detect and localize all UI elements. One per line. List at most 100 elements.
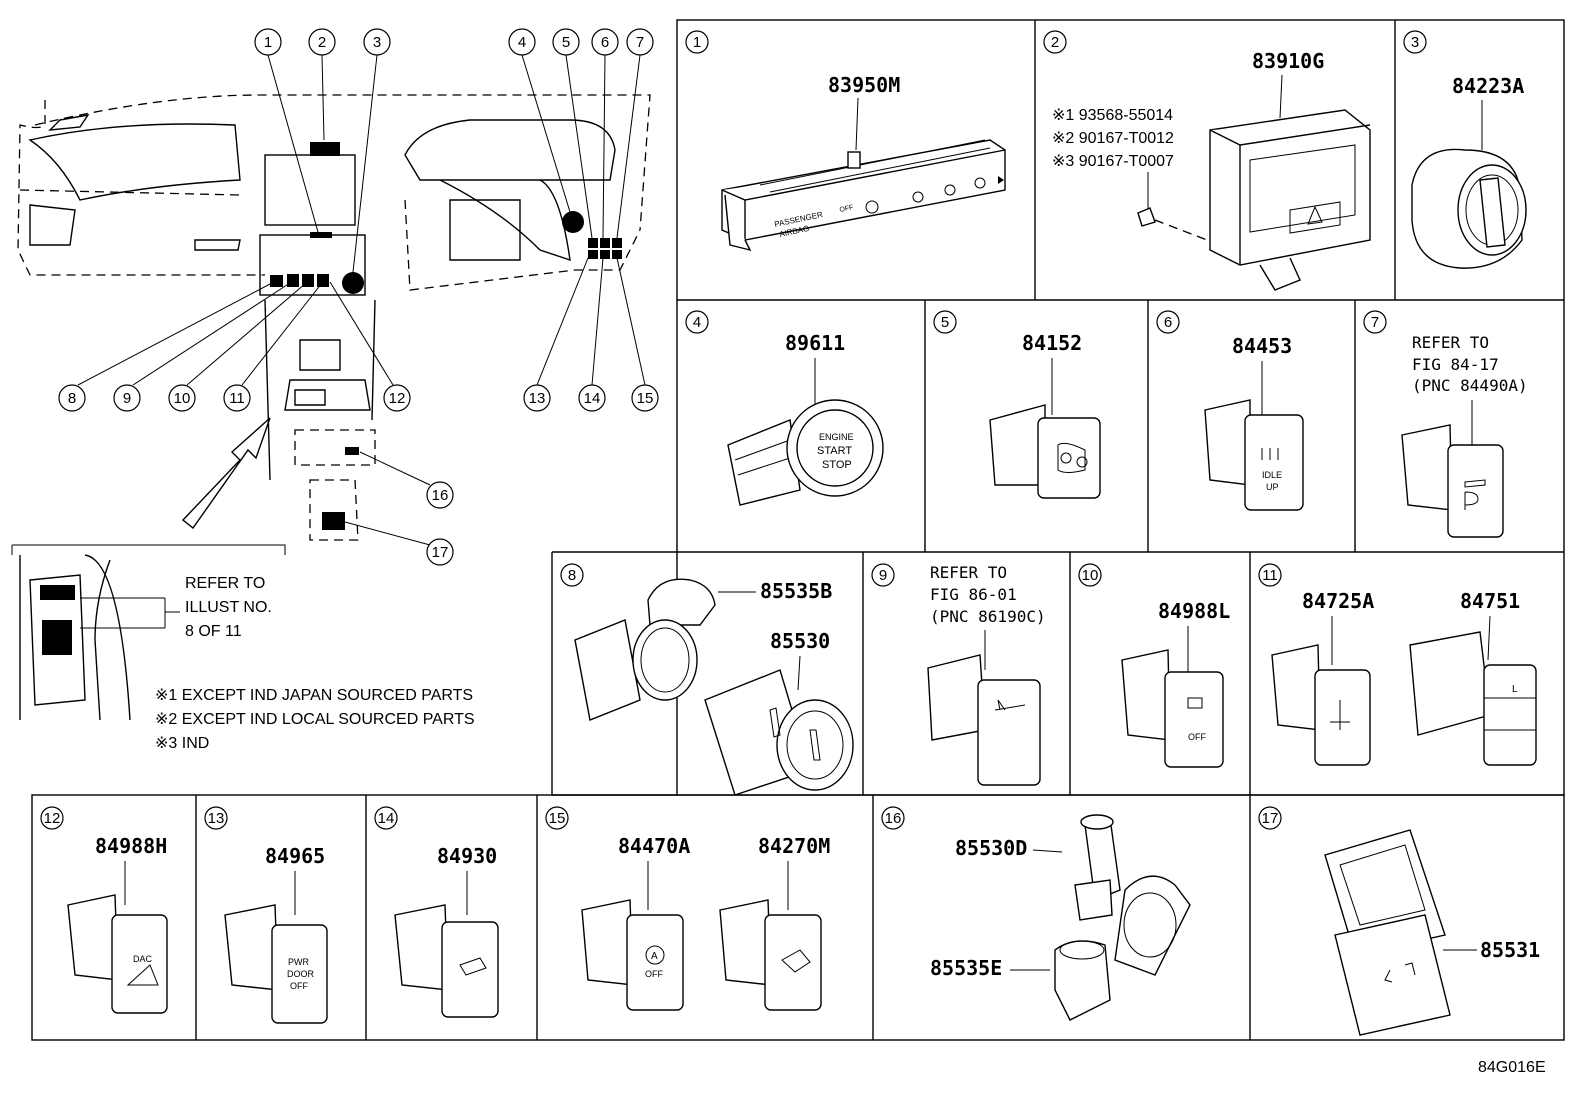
part-84223A: 84223A bbox=[1452, 74, 1524, 98]
cell-3-number: 3 bbox=[1403, 30, 1427, 54]
part-84930: 84930 bbox=[437, 844, 497, 868]
cell-8-illustration: 85535B 85530 bbox=[574, 578, 854, 796]
cell-3-illustration: 84223A bbox=[1411, 74, 1527, 269]
cell-7-refer-1: REFER TO bbox=[1412, 333, 1489, 352]
cell-2-note-3: ※3 90167-T0007 bbox=[1052, 153, 1174, 170]
cell-15-number: 15 bbox=[545, 806, 569, 830]
cell-16-number: 16 bbox=[881, 806, 905, 830]
callout-16-label: 16 bbox=[432, 487, 449, 504]
callout-10: 10 bbox=[168, 384, 196, 412]
part-84725A: 84725A bbox=[1302, 589, 1374, 613]
callout-9-label: 9 bbox=[123, 390, 131, 407]
callout-1: 1 bbox=[254, 28, 282, 56]
callout-12-label: 12 bbox=[389, 390, 406, 407]
cell-6-number: 6 bbox=[1156, 310, 1180, 334]
cell-13-illustration: 84965 PWR DOOR OFF bbox=[224, 844, 328, 1024]
inset-refer-line-3: 8 OF 11 bbox=[185, 623, 242, 640]
callout-1-label: 1 bbox=[264, 34, 272, 51]
cell-2-number-label: 2 bbox=[1051, 34, 1059, 51]
cell-7-refer-2: FIG 84-17 bbox=[1412, 355, 1499, 374]
callout-9: 9 bbox=[113, 384, 141, 412]
cell-10-number: 10 bbox=[1078, 563, 1102, 587]
cell-10-number-label: 10 bbox=[1082, 567, 1099, 584]
callout-6-label: 6 bbox=[601, 34, 609, 51]
part-84965: 84965 bbox=[265, 844, 325, 868]
part-84988L: 84988L bbox=[1158, 599, 1230, 623]
part-84988H: 84988H bbox=[95, 834, 167, 858]
cell-11-number-label: 11 bbox=[1262, 567, 1278, 584]
callout-3: 3 bbox=[363, 28, 391, 56]
part-85535E: 85535E bbox=[930, 956, 1002, 980]
callout-10-label: 10 bbox=[174, 390, 191, 407]
cell-13-label-3: OFF bbox=[290, 981, 308, 991]
cell-9-refer-2: FIG 86-01 bbox=[930, 585, 1017, 604]
inset-refer-line-2: ILLUST NO. bbox=[185, 599, 272, 616]
part-85535B: 85535B bbox=[760, 579, 832, 603]
cell-12-illustration: 84988H DAC bbox=[67, 834, 168, 1014]
cell-2-note-1: ※1 93568-55014 bbox=[1052, 107, 1173, 124]
cell-7-number-label: 7 bbox=[1371, 314, 1379, 331]
callout-5: 5 bbox=[552, 28, 580, 56]
cell-7-illustration: REFER TO FIG 84-17 (PNC 84490A) bbox=[1401, 333, 1528, 538]
callout-13-label: 13 bbox=[529, 390, 546, 407]
callout-13: 13 bbox=[523, 384, 551, 412]
cell-12-number-label: 12 bbox=[44, 810, 61, 827]
callout-8-label: 8 bbox=[68, 390, 76, 407]
cell-6-number-label: 6 bbox=[1164, 314, 1172, 331]
part-83950M: 83950M bbox=[828, 73, 900, 97]
part-84751: 84751 bbox=[1460, 589, 1520, 613]
callout-14: 14 bbox=[578, 384, 606, 412]
cell-15-label-1: A bbox=[651, 951, 658, 962]
cell-4-label-3: STOP bbox=[822, 459, 852, 471]
cell-10-label: OFF bbox=[1188, 732, 1206, 742]
callout-12: 12 bbox=[383, 384, 411, 412]
callout-7: 7 bbox=[626, 28, 654, 56]
callout-17: 17 bbox=[426, 538, 454, 566]
cell-3-number-label: 3 bbox=[1411, 34, 1419, 51]
cell-14-number: 14 bbox=[374, 806, 398, 830]
cell-15-number-label: 15 bbox=[549, 810, 566, 827]
cell-12-number: 12 bbox=[40, 806, 64, 830]
cell-16-illustration: 85530D 85535E bbox=[930, 814, 1191, 1021]
callout-4-label: 4 bbox=[518, 34, 526, 51]
figure-code: 84G016E bbox=[1478, 1059, 1546, 1076]
inset-refer-line-1: REFER TO bbox=[185, 575, 265, 592]
cell-2-note-2: ※2 90167-T0012 bbox=[1052, 130, 1174, 147]
callout-2: 2 bbox=[308, 28, 336, 56]
cell-9-number: 9 bbox=[871, 563, 895, 587]
cell-16-number-label: 16 bbox=[885, 810, 902, 827]
cell-9-illustration: REFER TO FIG 86-01 (PNC 86190C) bbox=[927, 563, 1046, 786]
cell-4-number-label: 4 bbox=[693, 314, 701, 331]
cell-1-label-3: OFF bbox=[839, 204, 854, 214]
cell-6-illustration: 84453 IDLE UP bbox=[1204, 334, 1304, 511]
cell-2-illustration: 83910G ※1 93568-55014 ※2 90167-T0012 ※3 … bbox=[1052, 49, 1371, 291]
part-85530D: 85530D bbox=[955, 836, 1027, 860]
callout-11: 11 bbox=[223, 384, 251, 412]
callout-15-label: 15 bbox=[637, 390, 654, 407]
console-inset: REFER TO ILLUST NO. 8 OF 11 bbox=[11, 544, 286, 721]
cell-9-refer-1: REFER TO bbox=[930, 563, 1007, 582]
cell-4-number: 4 bbox=[685, 310, 709, 334]
part-84453: 84453 bbox=[1232, 334, 1292, 358]
callout-6: 6 bbox=[591, 28, 619, 56]
callout-8: 8 bbox=[58, 384, 86, 412]
callout-14-label: 14 bbox=[584, 390, 601, 407]
callout-3-label: 3 bbox=[373, 34, 381, 51]
cell-1-number-label: 1 bbox=[693, 34, 701, 51]
cell-13-number-label: 13 bbox=[208, 810, 225, 827]
cell-4-label-1: ENGINE bbox=[819, 432, 854, 442]
part-84270M: 84270M bbox=[758, 834, 830, 858]
cell-7-refer-3: (PNC 84490A) bbox=[1412, 376, 1528, 395]
callout-7-label: 7 bbox=[636, 34, 644, 51]
callout-17-label: 17 bbox=[432, 544, 449, 561]
note-1: ※1 EXCEPT IND JAPAN SOURCED PARTS bbox=[155, 687, 473, 704]
cell-6-label-1: IDLE bbox=[1262, 470, 1282, 480]
cell-2-number: 2 bbox=[1043, 30, 1067, 54]
cell-15-label-2: OFF bbox=[645, 969, 663, 979]
callout-5-label: 5 bbox=[562, 34, 570, 51]
cell-11-illustration: 84725A 84751 L bbox=[1271, 589, 1537, 766]
cell-7-number: 7 bbox=[1363, 310, 1387, 334]
part-84152: 84152 bbox=[1022, 331, 1082, 355]
